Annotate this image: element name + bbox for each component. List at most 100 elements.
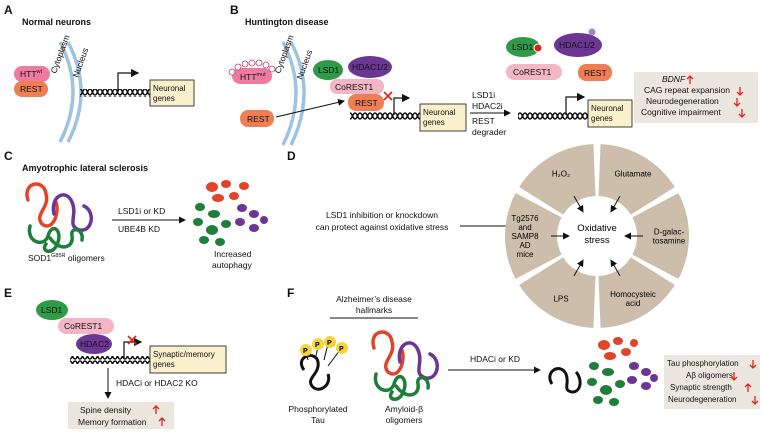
panel-c-title: Amyotrophic lateral sclerosis bbox=[22, 163, 148, 173]
treatment-e: HDACi or HDAC2 KO bbox=[116, 378, 198, 388]
svg-text:CoREST1: CoREST1 bbox=[513, 67, 552, 77]
treatment-b-2: HDAC2i bbox=[472, 101, 503, 111]
panel-d: D LSD1 inhibition or knockdown can prote… bbox=[287, 144, 689, 328]
hdac-label-b: HDAC1/2 bbox=[352, 62, 388, 72]
phospho-groups: P P P P bbox=[300, 336, 348, 367]
svg-text:HTTwt: HTTwt bbox=[20, 69, 43, 79]
treatment-c-1: LSD1i or KD bbox=[118, 206, 165, 216]
neuronal-genes-box-b-treated bbox=[587, 99, 633, 128]
neuronal-genes-box-b bbox=[419, 103, 467, 132]
block-mark-b bbox=[383, 91, 393, 101]
wheel-segment-label: H₂O₂ bbox=[552, 170, 570, 179]
svg-text:genes: genes bbox=[423, 118, 445, 127]
amyloid-label-1: Amyloid-β bbox=[385, 404, 423, 414]
fragmented-oligomers-f bbox=[587, 337, 658, 406]
htt-wt-protein bbox=[14, 66, 50, 82]
blocked-transcription-arrow-e bbox=[123, 337, 143, 359]
hdac-protein-b-released bbox=[554, 33, 602, 57]
panel-a-title: Normal neurons bbox=[22, 17, 91, 27]
treatment-b-4: degrader bbox=[472, 127, 506, 137]
blocked-transcription-arrow-b bbox=[393, 93, 411, 115]
wheel-segment bbox=[519, 257, 596, 328]
sod1-label: SOD1 bbox=[28, 253, 51, 263]
lsd1-label-e: LSD1 bbox=[41, 305, 63, 315]
tau-label-1: Phosphorylated bbox=[288, 404, 347, 414]
svg-text:REST: REST bbox=[584, 68, 607, 78]
hallmarks-1: Alzheimer’s disease bbox=[336, 294, 412, 304]
panel-a: A Normal neurons HTTwt REST Cytoplasm Nu… bbox=[4, 3, 195, 143]
htt-mut-protein bbox=[232, 68, 272, 84]
svg-text:genes: genes bbox=[153, 360, 175, 369]
dna-b-treated bbox=[518, 112, 588, 120]
corest-label-e: CoREST1 bbox=[64, 321, 103, 331]
dna-a bbox=[80, 89, 150, 97]
outcome-arrows-b bbox=[686, 75, 746, 118]
svg-text:HDAC1/2: HDAC1/2 bbox=[559, 40, 595, 50]
wheel-segment-label: LPS bbox=[553, 294, 568, 303]
svg-text:P: P bbox=[327, 340, 332, 347]
dna-b bbox=[350, 112, 422, 120]
outcome-b-3: Neurodegeneration bbox=[646, 96, 719, 106]
panel-letter-e: E bbox=[4, 286, 12, 300]
rest-translocation-arrow bbox=[275, 98, 345, 118]
wheel-arrow bbox=[610, 195, 621, 213]
transcription-arrow-a bbox=[117, 68, 140, 91]
svg-text:LSD1: LSD1 bbox=[512, 42, 534, 52]
svg-text:Synaptic/memory: Synaptic/memory bbox=[153, 350, 215, 359]
treatment-b-3: REST bbox=[472, 116, 495, 126]
wheel-segment bbox=[598, 144, 675, 215]
result-c-2: autophagy bbox=[212, 260, 252, 270]
wheel-segment-label: Glutamate bbox=[615, 170, 652, 179]
svg-text:P: P bbox=[303, 348, 308, 355]
result-c-1: Increased bbox=[214, 249, 252, 259]
panel-f: F Alzheimer’s disease hallmarks P P P P … bbox=[287, 286, 760, 425]
amyloid-oligomer-tangle bbox=[371, 330, 439, 401]
wheel-segment bbox=[519, 144, 596, 215]
outcomes-box-f bbox=[664, 355, 760, 409]
panel-b: B Huntington disease HTTmut Cytoplasm Nu… bbox=[228, 3, 758, 146]
svg-text:SOD1G85R oligomers: SOD1G85R oligomers bbox=[28, 253, 105, 263]
treatment-f: HDACi or KD bbox=[470, 354, 520, 364]
tau-protein bbox=[300, 354, 331, 391]
wheel-arrow bbox=[573, 259, 584, 277]
outcomes-box-b bbox=[634, 72, 758, 123]
lsd1-protein-b bbox=[313, 60, 343, 80]
neuronal-genes-box-a bbox=[149, 79, 195, 107]
sod1-sup: G85R bbox=[51, 253, 65, 259]
transcription-arrow-b-treated bbox=[565, 92, 586, 115]
svg-text:Neuronal: Neuronal bbox=[423, 108, 456, 117]
htt-mut-sup: mut bbox=[257, 72, 267, 78]
lsd1-protein-b-released bbox=[506, 37, 540, 57]
tau-label-2: Tau bbox=[311, 415, 325, 425]
hdac2-label-e: HDAC2 bbox=[80, 339, 109, 349]
outcome-f-1: Tau phosphorylation bbox=[667, 359, 739, 368]
polyq-beads bbox=[228, 59, 276, 76]
rest-protein-a bbox=[14, 81, 48, 97]
wheel-segment bbox=[632, 193, 689, 279]
sod1-suffix: oligomers bbox=[66, 253, 105, 263]
block-mark-e bbox=[127, 335, 137, 345]
outcome-b-4: Cognitive impairment bbox=[641, 107, 721, 117]
panel-letter-a: A bbox=[4, 3, 13, 17]
rest-label-a: REST bbox=[20, 84, 43, 94]
statement-d-1: LSD1 inhibition or knockdown bbox=[326, 210, 438, 220]
wheel-segment bbox=[598, 257, 675, 328]
cytoplasm-label-a: Cytoplasm bbox=[48, 34, 71, 75]
wheel-arrow bbox=[610, 259, 621, 277]
outcome-e-1: Spine density bbox=[80, 405, 132, 415]
svg-text:HTTmut: HTTmut bbox=[240, 72, 266, 82]
nuclear-envelope-a bbox=[58, 41, 75, 143]
nuclear-envelope-b bbox=[281, 41, 298, 146]
corest-protein-b bbox=[330, 79, 384, 94]
corest-protein-b-released bbox=[506, 64, 562, 80]
outcome-f-3: Synaptic strength bbox=[670, 383, 732, 392]
wheel-center-1: Oxidative bbox=[577, 223, 617, 234]
fragmented-oligomers-c bbox=[193, 180, 268, 246]
corest-label-b: CoREST1 bbox=[335, 82, 374, 92]
panel-letter-b: B bbox=[230, 3, 239, 17]
wheel-arrow bbox=[573, 195, 584, 213]
hdac-protein-b bbox=[348, 56, 392, 78]
treatment-c-2: UBE4B KD bbox=[118, 224, 160, 234]
